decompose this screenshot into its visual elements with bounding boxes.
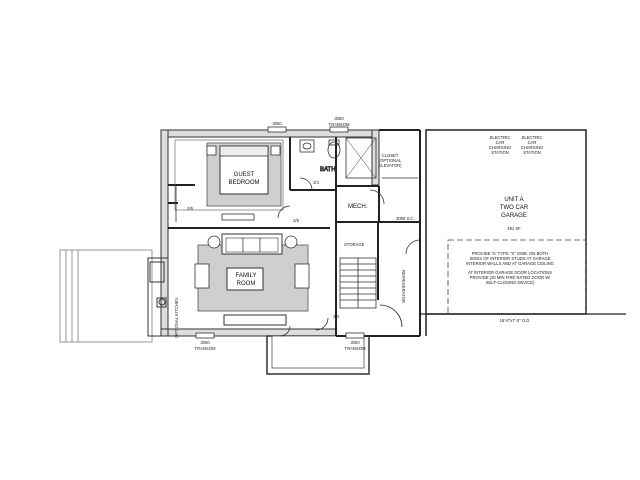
top-window-1: 3050	[272, 121, 282, 126]
charger-right-1: ELECTRIC	[522, 135, 543, 140]
door-dim-24b: 2/4	[333, 314, 339, 319]
guest-bedroom: GUEST BEDROOM	[174, 139, 284, 222]
family-room-label-2: ROOM	[237, 281, 256, 287]
charger-right-3: CHARGING	[521, 145, 544, 150]
top-transom: TRANSOM	[329, 122, 350, 127]
guest-bedroom-label-1: GUEST	[234, 172, 255, 178]
mechanical-room: MECH.	[348, 189, 385, 210]
armchair-right	[294, 263, 310, 289]
coffee-table	[226, 267, 264, 291]
refrigerator-label: REFRIGERATOR	[401, 270, 406, 303]
mech-label: MECH.	[348, 204, 368, 210]
charger-right-4: STATION	[523, 150, 541, 155]
garage-label-3: GARAGE	[501, 213, 527, 219]
door-dim-28: 2/8	[293, 218, 299, 223]
optional-kitchen-label: OPTIONAL KITCHEN	[174, 297, 179, 338]
opening-labels: 3050 3050 TRANSOM 3050 TRANSOM 3050 TRAN…	[187, 116, 366, 351]
garage: UNIT A TWO CAR GARAGE 491 SF	[420, 129, 626, 336]
side-door-size: 3068 S.C.	[396, 216, 415, 221]
door-dim-26: 2/6	[187, 206, 193, 211]
garage-area-label: 491 SF	[507, 226, 521, 231]
closet-label-2: (OPTIONAL	[379, 158, 402, 163]
stair	[339, 257, 403, 328]
charger-left-4: STATION	[491, 150, 509, 155]
garage-label-1: UNIT A	[504, 197, 523, 203]
family-room: FAMILY ROOM	[194, 233, 310, 326]
ev-charger-right: ELECTRIC CAR CHARGING STATION	[521, 135, 544, 155]
closet: CLOSET (OPTIONAL ELEVATOR)	[378, 153, 418, 179]
side-table-right	[284, 235, 298, 249]
note-door-1: AT INTERIOR GARAGE DOOR LOCATIONS	[468, 270, 552, 275]
patio-deck	[59, 249, 153, 343]
interior-walls	[168, 129, 421, 337]
bath: BATH	[299, 137, 377, 179]
closet-label-1: CLOSET	[382, 153, 399, 158]
garage-label-2: TWO CAR	[500, 205, 529, 211]
armchair-left	[194, 263, 210, 289]
charger-right-2: CAR	[528, 140, 537, 145]
note-gwb-3: INTERIOR WALLS AND AT GARAGE CEILING	[466, 261, 554, 266]
ev-charger-left: ELECTRIC CAR CHARGING STATION	[489, 135, 512, 155]
guest-bedroom-label-2: BEDROOM	[228, 180, 259, 186]
garage-notes: PROVIDE ⅝" TYPE "X" GWB. ON BOTH SIDES O…	[396, 216, 554, 323]
note-gwb-2: SIDES OF INTERIOR STUDS AT GARAGE	[469, 256, 550, 261]
note-door-2: PROVIDE (20 MIN FIRE RATED DOOR W/	[470, 275, 551, 280]
family-room-label-1: FAMILY	[236, 273, 257, 279]
charger-left-2: CAR	[496, 140, 505, 145]
bottom-window-1: 3050	[200, 340, 210, 345]
tv-console	[223, 314, 287, 326]
door-dim-24a: 2/4	[313, 180, 319, 185]
dresser	[221, 213, 255, 221]
charger-left-1: ELECTRIC	[490, 135, 511, 140]
doors	[277, 177, 421, 337]
storage-label: STORAGE	[344, 242, 365, 247]
exterior-walls	[160, 129, 380, 375]
bottom-window-2: 3050	[350, 340, 360, 345]
garage-door-size: 16'-0"x7'-0" O.D.	[500, 318, 531, 323]
side-table-left	[207, 235, 221, 249]
bottom-transom-1: TRANSOM	[195, 346, 216, 351]
charger-left-3: CHARGING	[489, 145, 512, 150]
closet-label-3: ELEVATOR)	[378, 163, 402, 168]
top-window-2: 3050	[334, 116, 344, 121]
note-gwb-1: PROVIDE ⅝" TYPE "X" GWB. ON BOTH	[472, 251, 549, 256]
bottom-transom-2: TRANSOM	[345, 346, 366, 351]
note-door-3: SELF-CLOSING DEVICE)	[486, 280, 535, 285]
optional-kitchen-area	[147, 257, 169, 337]
bath-label: BATH	[320, 167, 336, 173]
